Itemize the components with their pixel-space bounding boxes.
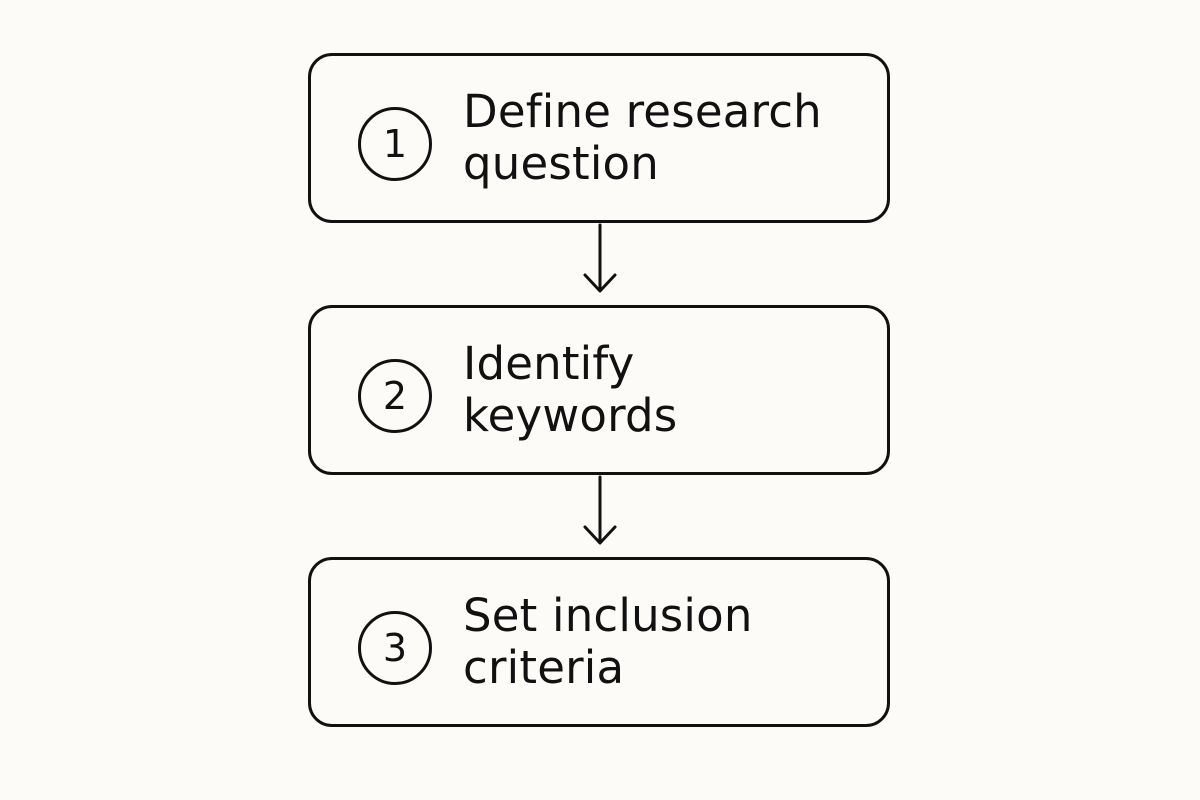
step-label-line-2: question — [463, 137, 660, 190]
step-number: 3 — [382, 626, 408, 670]
arrow-down-icon — [583, 475, 617, 545]
step-box-3: 3 Set inclusion criteria — [308, 557, 890, 727]
step-number: 2 — [382, 374, 408, 418]
step-number: 1 — [382, 122, 408, 166]
step-box-2: 2 Identify keywords — [308, 305, 890, 475]
step-label: Set inclusion criteria — [463, 590, 873, 694]
step-label-line-1: Set inclusion — [463, 589, 753, 642]
step-label-line-2: criteria — [463, 641, 625, 694]
step-label: Identify keywords — [463, 338, 873, 442]
arrow-down-icon — [583, 223, 617, 293]
step-number-badge: 2 — [358, 359, 432, 433]
step-label-line-2: keywords — [463, 389, 678, 442]
step-label-line-1: Identify — [463, 337, 635, 390]
step-label-line-1: Define research — [463, 85, 822, 138]
step-number-badge: 3 — [358, 611, 432, 685]
step-box-1: 1 Define research question — [308, 53, 890, 223]
step-label: Define research question — [463, 86, 873, 190]
step-number-badge: 1 — [358, 107, 432, 181]
